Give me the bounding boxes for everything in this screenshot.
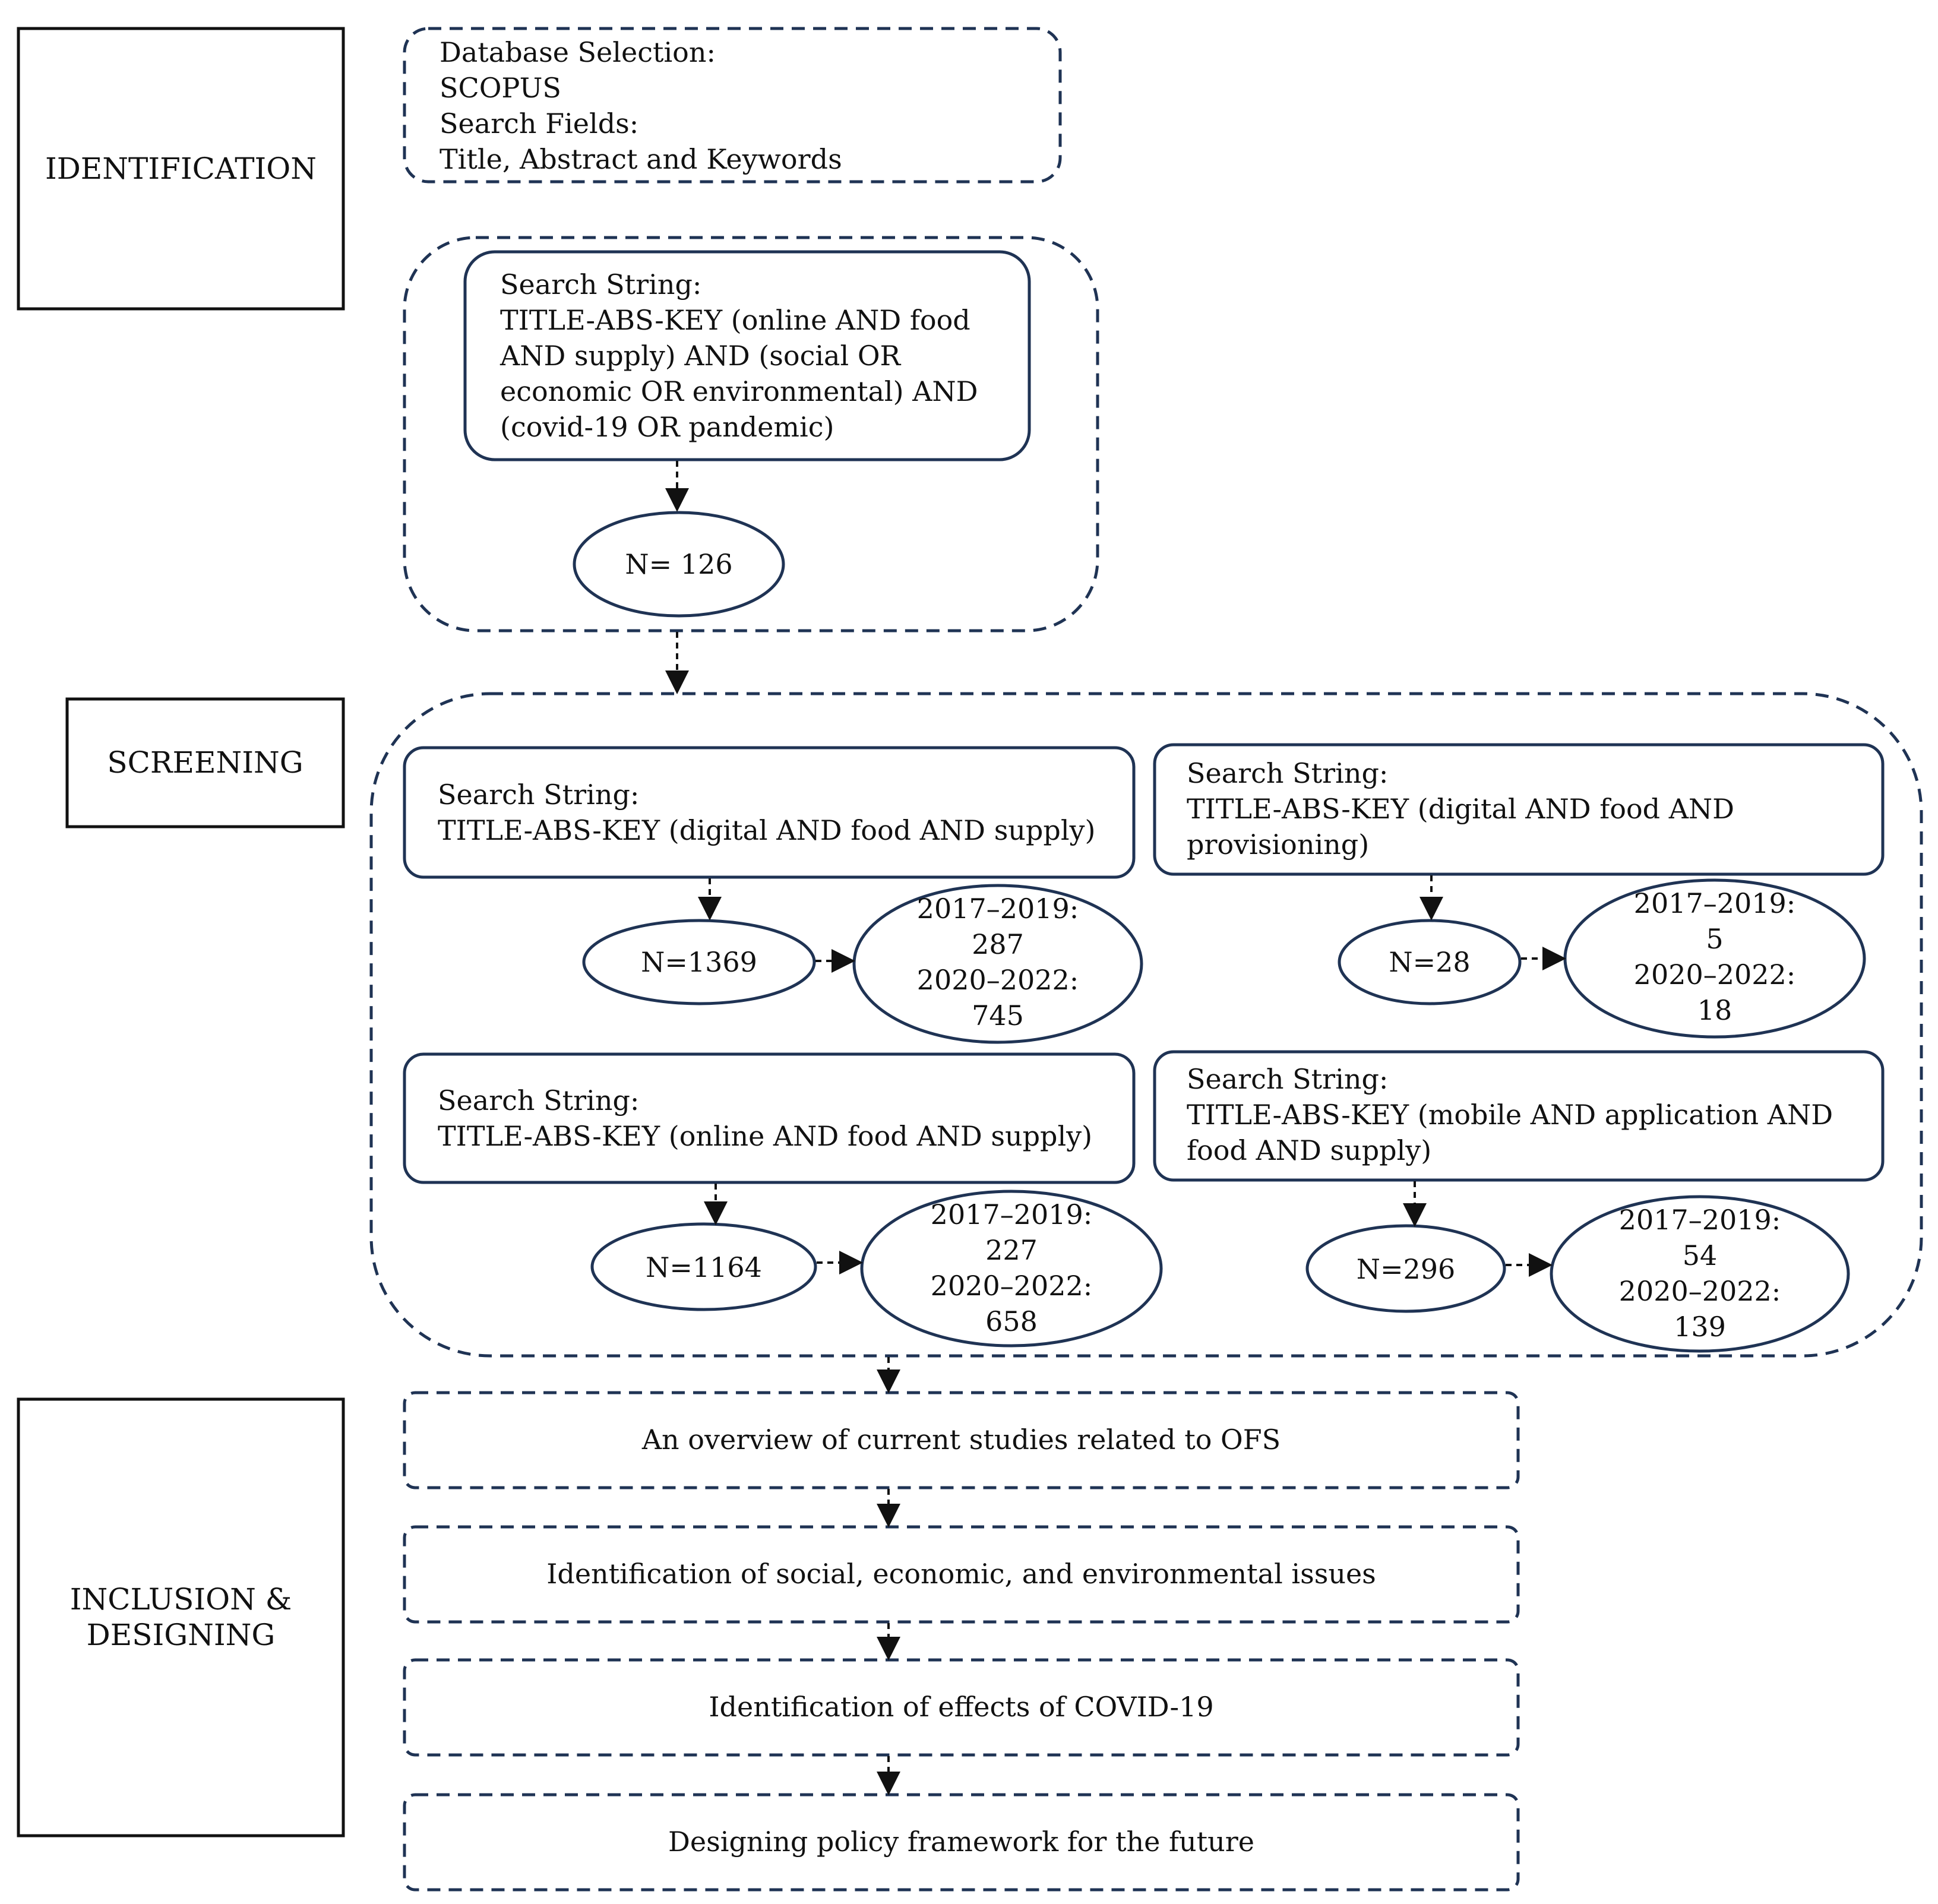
years-text-online-supply: 2017–2019: 227 2020–2022: 658	[930, 1198, 1093, 1337]
identification-search-string-box	[463, 250, 1031, 461]
stage-box-identification	[17, 27, 345, 311]
screening-search-box-online-supply	[403, 1052, 1136, 1184]
count-ellipse-digital-supply	[582, 919, 816, 1005]
count-text-online-supply: N=1164	[646, 1251, 762, 1283]
search-string-text-digital-supply: Search String: TITLE-ABS-KEY (digital AN…	[438, 779, 1096, 846]
inclusion-step-4-text: Designing policy framework for the futur…	[668, 1826, 1254, 1858]
stage-label-screening: SCREENING	[107, 745, 303, 780]
count-text-digital-provisioning: N=28	[1389, 946, 1471, 978]
screening-search-box-digital-supply	[403, 746, 1136, 879]
search-string-text-online-supply: Search String: TITLE-ABS-KEY (online AND…	[438, 1084, 1093, 1152]
search-string-text-digital-provisioning: Search String: TITLE-ABS-KEY (digital AN…	[1187, 757, 1735, 861]
stage-box-inclusion	[17, 1397, 345, 1837]
screening-container	[369, 692, 1923, 1358]
years-text-mobile-application: 2017–2019: 54 2020–2022: 139	[1618, 1204, 1781, 1343]
inclusion-step-1-text: An overview of current studies related t…	[641, 1424, 1281, 1456]
stage-label-identification: IDENTIFICATION	[45, 151, 317, 186]
identification-search-string-text: Search String: TITLE-ABS-KEY (online AND…	[500, 268, 978, 443]
inclusion-step-box-2	[403, 1525, 1520, 1624]
identification-count-text: N= 126	[625, 548, 733, 580]
inclusion-step-box-4	[403, 1793, 1520, 1892]
years-text-digital-supply: 2017–2019: 287 2020–2022: 745	[916, 893, 1079, 1032]
inclusion-step-box-1	[403, 1391, 1520, 1489]
count-text-digital-supply: N=1369	[641, 946, 757, 978]
stage-label-inclusion: INCLUSION & DESIGNING	[69, 1582, 292, 1652]
years-text-digital-provisioning: 2017–2019: 5 2020–2022: 18	[1633, 887, 1796, 1026]
inclusion-step-box-3	[403, 1658, 1520, 1757]
search-string-text-mobile-application: Search String: TITLE-ABS-KEY (mobile AND…	[1187, 1063, 1833, 1166]
inclusion-step-3-text: Identification of effects of COVID-19	[709, 1691, 1214, 1723]
count-text-mobile-application: N=296	[1356, 1253, 1456, 1285]
count-ellipse-digital-provisioning	[1338, 919, 1522, 1005]
identification-count-ellipse	[573, 511, 785, 618]
screening-search-box-mobile-application	[1153, 1050, 1885, 1182]
inclusion-step-2-text: Identification of social, economic, and …	[546, 1558, 1376, 1590]
database-selection-text: Database Selection: SCOPUS Search Fields…	[440, 36, 842, 175]
screening-search-box-digital-provisioning	[1153, 743, 1885, 876]
stage-box-screening	[65, 697, 345, 828]
database-selection-box	[403, 27, 1062, 184]
